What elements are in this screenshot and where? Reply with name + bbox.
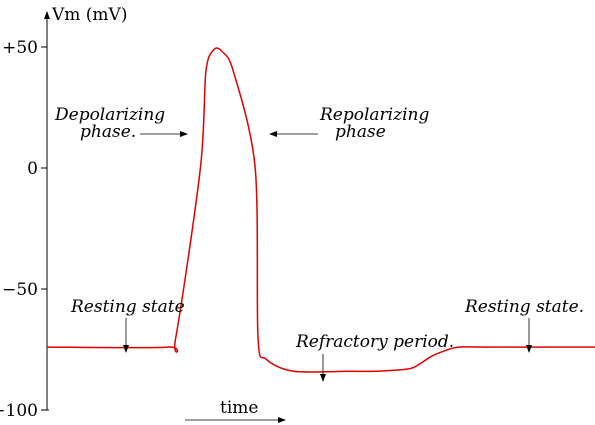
svg-text:phase: phase	[335, 122, 386, 142]
y-tick-label: +50	[2, 38, 38, 58]
svg-text:Depolarizing: Depolarizing	[54, 105, 165, 125]
svg-text:Repolarizing: Repolarizing	[319, 105, 429, 125]
svg-text:Refractory period.: Refractory period.	[295, 332, 454, 352]
svg-text:phase.: phase.	[80, 122, 136, 142]
annotation-refractory-period: Refractory period.	[295, 332, 454, 382]
y-ticks: +50 0 −50 −100	[0, 38, 47, 421]
svg-text:Resting state.: Resting state.	[464, 297, 584, 317]
y-tick-label: −100	[0, 401, 38, 421]
x-axis-label: time	[220, 398, 258, 418]
annotation-repolarizing: Repolarizing phase	[269, 105, 429, 142]
svg-text:Resting state: Resting state	[70, 297, 185, 317]
y-axis-label: Vm (mV)	[51, 5, 127, 25]
annotation-depolarizing: Depolarizing phase.	[54, 105, 188, 142]
annotation-resting-state-1: Resting state	[70, 297, 185, 353]
y-tick-label: −50	[2, 280, 38, 300]
annotation-resting-state-2: Resting state.	[464, 297, 584, 353]
y-tick-label: 0	[27, 159, 38, 179]
membrane-potential-trace	[46, 47, 595, 373]
